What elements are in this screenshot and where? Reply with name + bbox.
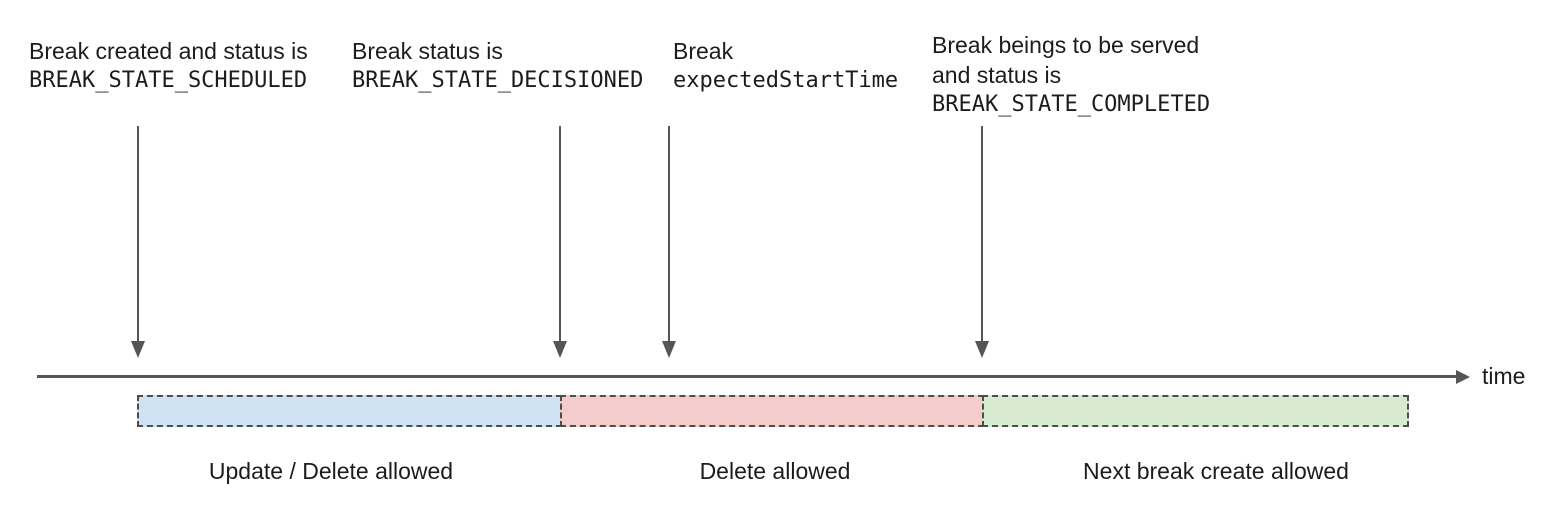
segment-next-break-create-allowed bbox=[982, 395, 1409, 427]
annotation-break-scheduled: Break created and status is BREAK_STATE_… bbox=[29, 36, 308, 96]
arrow-down-icon bbox=[975, 126, 989, 358]
segment-delete-allowed bbox=[560, 395, 984, 427]
annotation-expected-start-time: Break expectedStartTime bbox=[673, 36, 898, 96]
annotation-text: and status is bbox=[932, 62, 1062, 88]
annotation-text: Break beings to be served bbox=[932, 32, 1200, 58]
segment-label-delete: Delete allowed bbox=[699, 458, 851, 484]
annotation-state-code: BREAK_STATE_COMPLETED bbox=[932, 92, 1211, 117]
annotation-text: Break status is bbox=[352, 38, 503, 64]
annotation-state-code: BREAK_STATE_SCHEDULED bbox=[29, 68, 308, 93]
segment-label-next-break: Next break create allowed bbox=[1083, 458, 1349, 484]
arrow-down-icon bbox=[553, 126, 567, 358]
annotation-state-code: BREAK_STATE_DECISIONED bbox=[352, 68, 644, 93]
arrow-down-icon bbox=[131, 126, 145, 358]
annotation-field-code: expectedStartTime bbox=[673, 68, 899, 93]
annotation-break-completed: Break beings to be served and status is … bbox=[932, 30, 1210, 120]
annotation-text: Break created and status is bbox=[29, 38, 308, 64]
time-axis-label: time bbox=[1482, 363, 1526, 389]
segment-label-update-delete: Update / Delete allowed bbox=[208, 458, 454, 484]
time-axis bbox=[37, 375, 1456, 378]
arrow-down-icon bbox=[662, 126, 676, 358]
segment-update-delete-allowed bbox=[137, 395, 562, 427]
annotation-break-decisioned: Break status is BREAK_STATE_DECISIONED bbox=[352, 36, 643, 96]
annotation-text: Break bbox=[673, 38, 734, 64]
